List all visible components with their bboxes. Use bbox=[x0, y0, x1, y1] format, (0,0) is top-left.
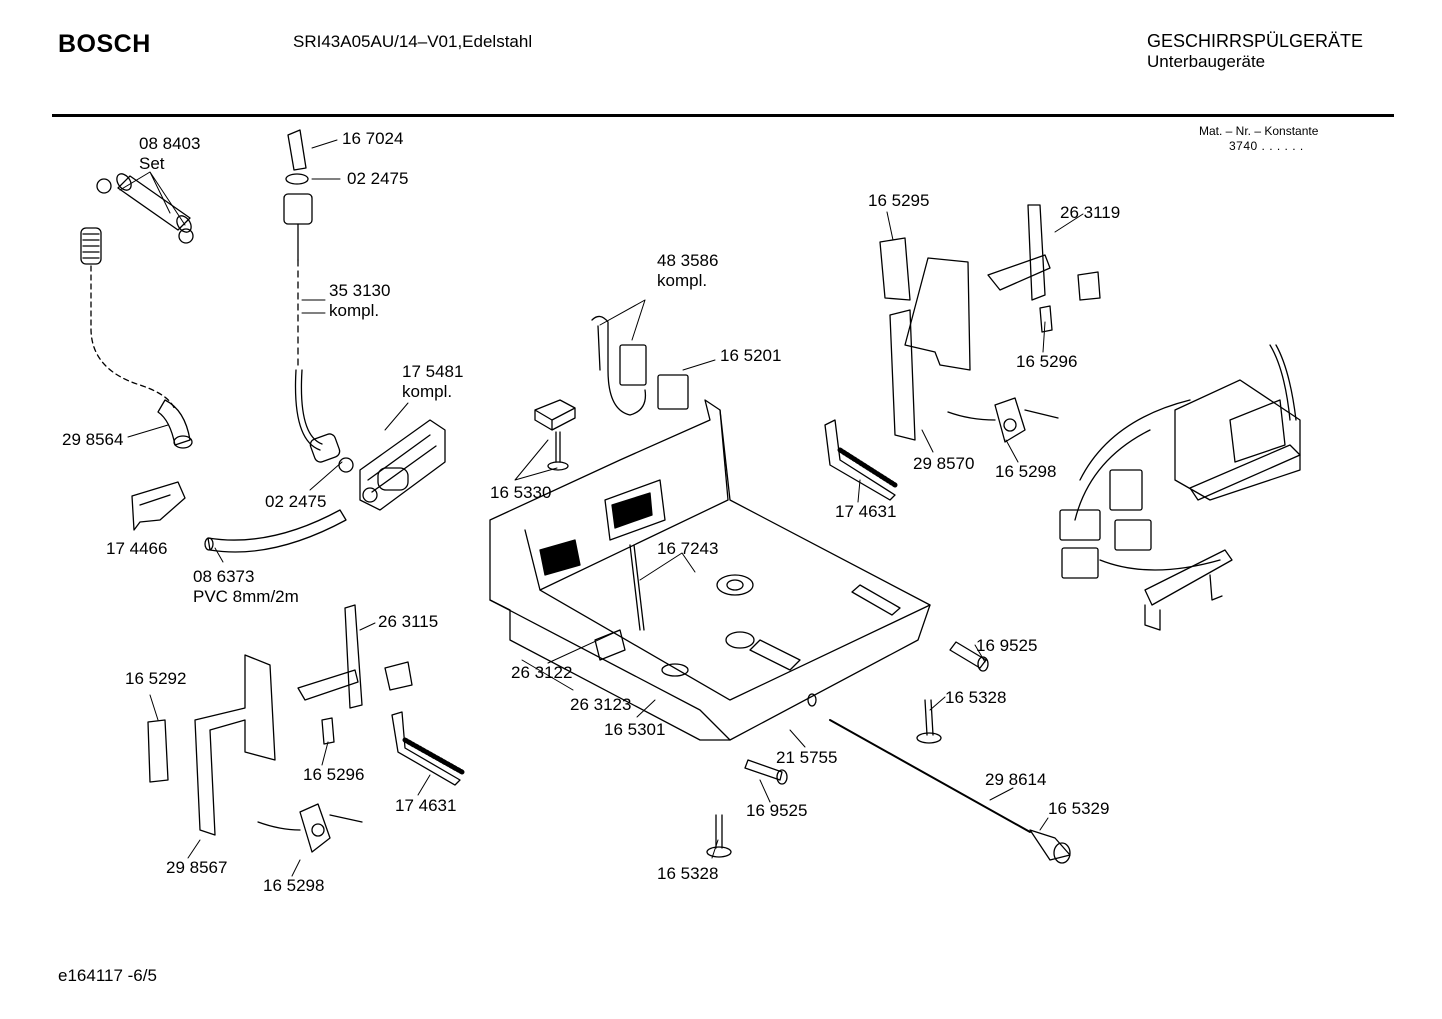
part-label-263122: 26 3122 bbox=[511, 663, 573, 682]
mat-nr-value: 3740 . . . . . . bbox=[1229, 139, 1304, 153]
part-label-174631-left: 17 4631 bbox=[395, 796, 457, 815]
spring-part bbox=[391, 419, 898, 786]
part-label-263115: 26 3115 bbox=[378, 612, 439, 631]
part-label-174466: 17 4466 bbox=[106, 539, 168, 558]
category-title: GESCHIRRSPÜLGERÄTE bbox=[1147, 31, 1364, 51]
part-label-165328-right: 16 5328 bbox=[945, 688, 1007, 707]
part-label-165298-right: 16 5298 bbox=[995, 462, 1057, 481]
part-label-165330: 16 5330 bbox=[490, 483, 552, 502]
mat-nr-label: Mat. – Nr. – Konstante bbox=[1199, 124, 1319, 138]
rod-part bbox=[829, 719, 1071, 864]
part-label-174631-right: 17 4631 bbox=[835, 502, 897, 521]
part-label-022475-bottom: 02 2475 bbox=[265, 492, 327, 511]
inlet-hose-part bbox=[283, 129, 354, 473]
part-label-298614: 29 8614 bbox=[985, 770, 1047, 789]
switch-part bbox=[947, 397, 1059, 443]
drain-hose-part bbox=[80, 227, 193, 449]
part-label-165329: 16 5329 bbox=[1048, 799, 1110, 818]
part-label-263119: 26 3119 bbox=[1060, 203, 1121, 222]
part-label-022475-top: 02 2475 bbox=[347, 169, 409, 188]
left-bracket-part bbox=[147, 604, 413, 853]
part-label-165201: 16 5201 bbox=[720, 346, 782, 365]
part-label-167243: 16 7243 bbox=[657, 539, 719, 558]
part-label-263123: 26 3123 bbox=[570, 695, 632, 714]
pvc-hose-part bbox=[204, 509, 347, 553]
base-tub-part bbox=[489, 399, 931, 741]
wiring-harness-part bbox=[1059, 344, 1301, 631]
clamp-set-part bbox=[96, 173, 194, 244]
part-label-298570: 29 8570 bbox=[913, 454, 975, 473]
part-label-298567: 29 8567 bbox=[166, 858, 228, 877]
part-label-167024: 16 7024 bbox=[342, 129, 404, 148]
block-screw-part bbox=[534, 399, 576, 471]
part-label-169525-right: 16 9525 bbox=[976, 636, 1038, 655]
drawing-code: e164117 -6/5 bbox=[58, 966, 157, 985]
part-label-165292: 16 5292 bbox=[125, 669, 187, 688]
part-label-165301: 16 5301 bbox=[604, 720, 666, 739]
model-title: SRI43A05AU/14–V01,Edelstahl bbox=[293, 32, 533, 51]
part-label-169525-bottom: 16 9525 bbox=[746, 801, 808, 820]
part-label-165296-left: 16 5296 bbox=[303, 765, 365, 784]
part-label-165295: 16 5295 bbox=[868, 191, 930, 210]
part-label-165298-left: 16 5298 bbox=[263, 876, 325, 895]
part-label-298564: 29 8564 bbox=[62, 430, 124, 449]
bracket-part bbox=[131, 481, 186, 531]
screws-part bbox=[706, 641, 989, 858]
brand-logo: BOSCH bbox=[58, 30, 151, 58]
part-label-165328-bottom: 16 5328 bbox=[657, 864, 719, 883]
part-label-215755: 21 5755 bbox=[776, 748, 838, 767]
valve-assembly-part bbox=[359, 419, 446, 511]
part-label-165296-right: 16 5296 bbox=[1016, 352, 1078, 371]
right-bracket-part bbox=[879, 204, 1101, 441]
subcategory-title: Unterbaugeräte bbox=[1147, 52, 1266, 71]
header-divider bbox=[52, 114, 1394, 117]
cable-plug-part bbox=[591, 315, 689, 416]
leader-lines bbox=[119, 139, 1084, 877]
